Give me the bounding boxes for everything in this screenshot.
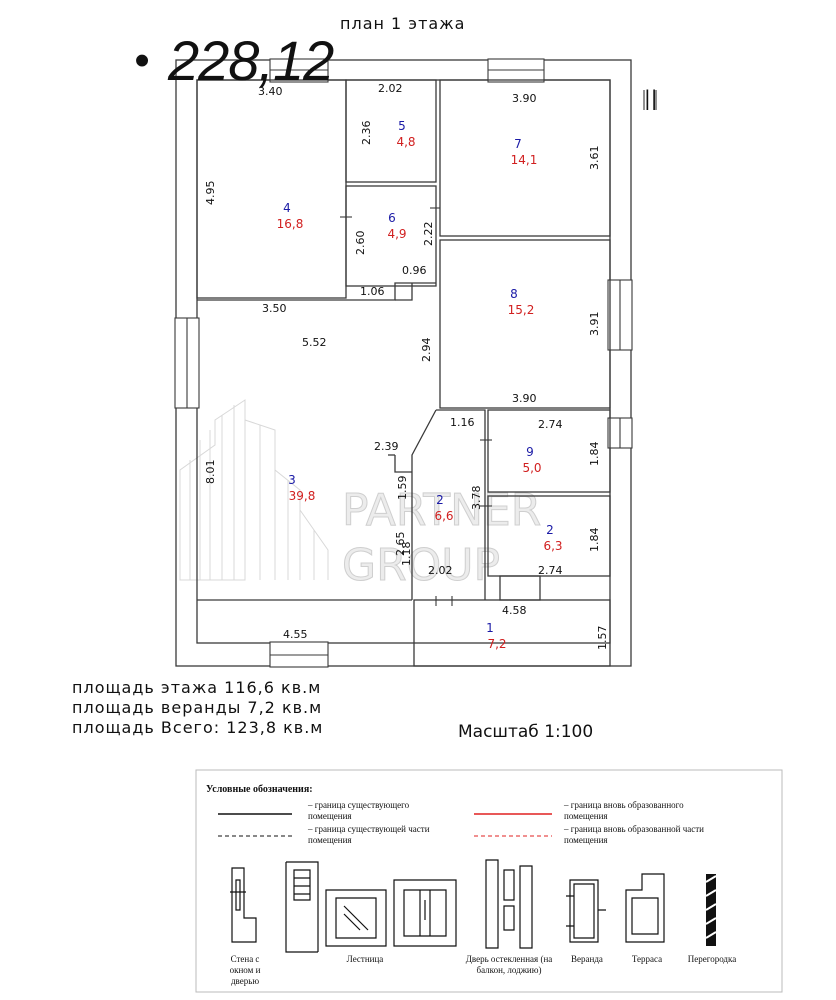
room-area: 39,8 bbox=[289, 489, 316, 503]
wall-window-door-symbol bbox=[230, 867, 257, 943]
room-area: 6,6 bbox=[434, 509, 453, 523]
dim-label: 8.01 bbox=[204, 460, 217, 485]
dim-label: 3.90 bbox=[512, 392, 537, 405]
legend-caption-wall: Стена с окном и дверью bbox=[229, 954, 261, 986]
dim-label: 2.65 bbox=[394, 532, 407, 557]
stair-symbol-1 bbox=[285, 861, 319, 953]
legend-title: Условные обозначения: bbox=[206, 784, 313, 795]
dim-label: 2.60 bbox=[354, 231, 367, 256]
scale-label: Масштаб 1:100 bbox=[458, 722, 594, 742]
dim-label: 0.96 bbox=[402, 264, 427, 277]
stairs-marker: || bbox=[644, 86, 658, 110]
bullet-glyph: • bbox=[134, 36, 150, 85]
terrace-symbol bbox=[625, 873, 665, 943]
room-number: 9 bbox=[526, 445, 534, 459]
dim-label: 5.52 bbox=[302, 336, 327, 349]
floor-area-line: площадь этажа 116,6 кв.м bbox=[72, 678, 322, 697]
room-area: 16,8 bbox=[277, 217, 304, 231]
dim-label: 2.39 bbox=[374, 440, 399, 453]
room-area: 4,8 bbox=[396, 135, 415, 149]
door-marks bbox=[340, 90, 657, 606]
watermark bbox=[179, 399, 329, 581]
dim-label: 3.90 bbox=[512, 92, 537, 105]
dim-label: 2.74 bbox=[538, 418, 563, 431]
room-number: 6 bbox=[388, 211, 396, 225]
dim-label: 3.50 bbox=[262, 302, 287, 315]
dim-label: 1.84 bbox=[588, 528, 601, 553]
dim-label: 3.40 bbox=[258, 85, 283, 98]
dim-label: 4.95 bbox=[204, 181, 217, 206]
legend-caption-veranda: Веранда bbox=[571, 954, 603, 964]
legend-caption-stairs: Лестница bbox=[346, 954, 384, 964]
dim-label: 2.22 bbox=[422, 222, 435, 247]
dim-label: 2.94 bbox=[420, 338, 433, 363]
dim-label: 2.02 bbox=[428, 564, 453, 577]
dimension-labels: 3.40 4.95 2.02 2.36 3.90 3.61 2.60 2.22 … bbox=[204, 82, 609, 650]
veranda-area-line: площадь веранды 7,2 кв.м bbox=[72, 698, 323, 717]
room-area: 5,0 bbox=[522, 461, 541, 475]
dim-label: 4.55 bbox=[283, 628, 308, 641]
watermark-line-1: PARTNER bbox=[342, 485, 541, 536]
stair-symbol-3 bbox=[393, 879, 457, 947]
total-area-heading: 228,12 bbox=[168, 29, 334, 92]
dim-label: 1.06 bbox=[360, 285, 385, 298]
partition-symbol bbox=[706, 874, 716, 946]
veranda-symbol bbox=[566, 879, 606, 943]
legend-symbols bbox=[230, 859, 665, 953]
room-numbers: 1 2 2 3 4 5 6 7 8 9 bbox=[283, 119, 554, 635]
dim-label: 1.84 bbox=[588, 442, 601, 467]
room-area: 14,1 bbox=[511, 153, 538, 167]
room-area: 15,2 bbox=[508, 303, 535, 317]
dim-label: 3.61 bbox=[588, 146, 601, 171]
room-number: 1 bbox=[486, 621, 494, 635]
legend-item-existing: – граница существующего помещения bbox=[308, 800, 410, 821]
room-number: 4 bbox=[283, 201, 291, 215]
partition-symbol-pattern bbox=[705, 875, 717, 939]
dim-label: 3.91 bbox=[588, 312, 601, 337]
dim-label: 3.78 bbox=[470, 486, 483, 511]
legend-caption-partition: Перегородка bbox=[687, 954, 737, 964]
dim-label: 1.16 bbox=[450, 416, 475, 429]
room-area: 6,3 bbox=[543, 539, 562, 553]
stair-symbol-2 bbox=[325, 889, 387, 947]
dim-label: 4.58 bbox=[502, 604, 527, 617]
legend-item-new: – граница вновь образованного помещения bbox=[564, 800, 684, 821]
dim-label: 2.36 bbox=[360, 121, 373, 146]
legend-item-existing-part: – граница существующей части помещения bbox=[308, 824, 430, 845]
room-areas: 7,2 6,6 6,3 39,8 16,8 4,8 4,9 14,1 15,2 … bbox=[277, 135, 563, 651]
room-number: 7 bbox=[514, 137, 522, 151]
dim-label: 1.57 bbox=[596, 626, 609, 651]
room-number: 5 bbox=[398, 119, 406, 133]
legend-caption-terrace: Терраса bbox=[631, 954, 663, 964]
room-number: 2 bbox=[436, 493, 444, 507]
room-number: 8 bbox=[510, 287, 518, 301]
dim-label: 2.02 bbox=[378, 82, 403, 95]
room-area: 4,9 bbox=[387, 227, 406, 241]
interior-walls bbox=[196, 79, 611, 667]
watermark-line-2: GROUP bbox=[342, 540, 500, 591]
room-area: 7,2 bbox=[487, 637, 506, 651]
dim-label: 2.74 bbox=[538, 564, 563, 577]
total-area-line: площадь Всего: 123,8 кв.м bbox=[72, 718, 324, 737]
glazed-door-symbol bbox=[485, 859, 533, 949]
plan-title: план 1 этажа bbox=[340, 14, 466, 33]
legend-caption-glazed-door: Дверь остекленная (на балкон, лоджию) bbox=[465, 954, 553, 975]
dim-label: 1.18 bbox=[400, 542, 413, 567]
room-number: 2 bbox=[546, 523, 554, 537]
room-number: 3 bbox=[288, 473, 296, 487]
dim-label: 1.59 bbox=[396, 476, 409, 501]
legend-frame bbox=[195, 769, 783, 993]
legend-item-new-part: – граница вновь образованной части помещ… bbox=[564, 824, 704, 845]
window-openings bbox=[174, 58, 633, 668]
